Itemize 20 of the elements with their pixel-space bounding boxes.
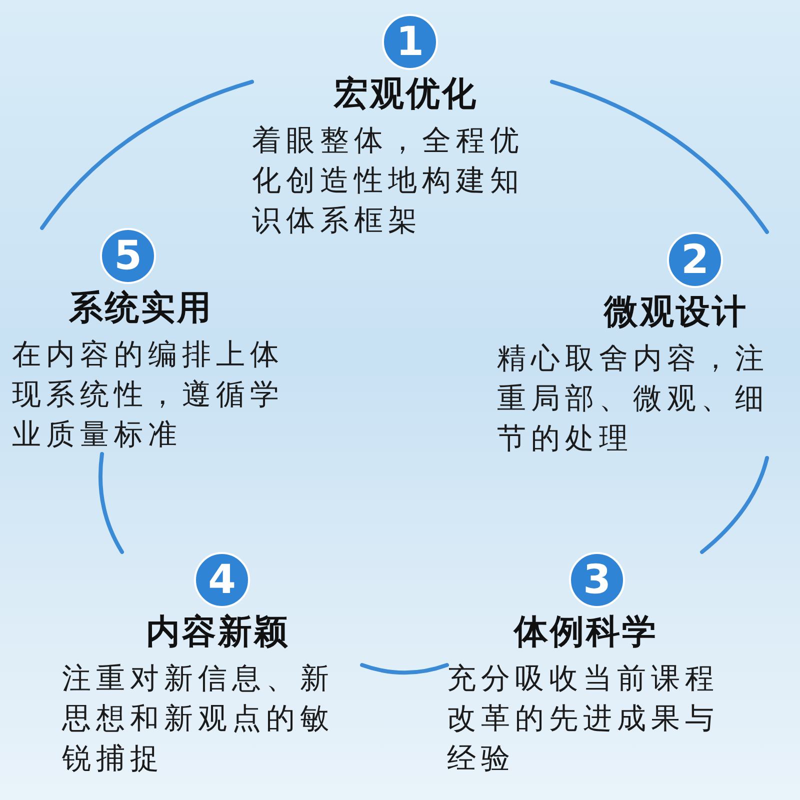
item-description: 注重对新信息、新思想和新观点的敏锐捕捉 [62, 660, 335, 777]
number-badge: 5 [100, 228, 156, 284]
ring-arc-connector [550, 80, 769, 234]
item-description: 在内容的编排上体现系统性，遵循学业质量标准 [12, 336, 285, 453]
item-heading: 体例科学 [514, 611, 658, 654]
item-heading: 系统实用 [69, 287, 213, 330]
ring-arc-connector [700, 456, 769, 554]
number-badge: 1 [382, 14, 438, 70]
ring-arc-connector [40, 80, 254, 230]
item-heading: 内容新颖 [146, 611, 290, 654]
item-description: 着眼整体，全程优化创造性地构建知识体系框架 [252, 122, 525, 239]
ring-arc-connector [98, 452, 124, 554]
number-badge: 3 [569, 552, 625, 608]
item-heading: 宏观优化 [334, 73, 478, 116]
ring-arc-connector [360, 663, 449, 675]
item-description: 精心取舍内容，注重局部、微观、细节的处理 [497, 340, 770, 457]
number-badge: 4 [194, 552, 250, 608]
item-description: 充分吸收当前课程改革的先进成果与经验 [447, 660, 720, 777]
number-badge: 2 [667, 232, 723, 288]
item-heading: 微观设计 [604, 291, 748, 334]
